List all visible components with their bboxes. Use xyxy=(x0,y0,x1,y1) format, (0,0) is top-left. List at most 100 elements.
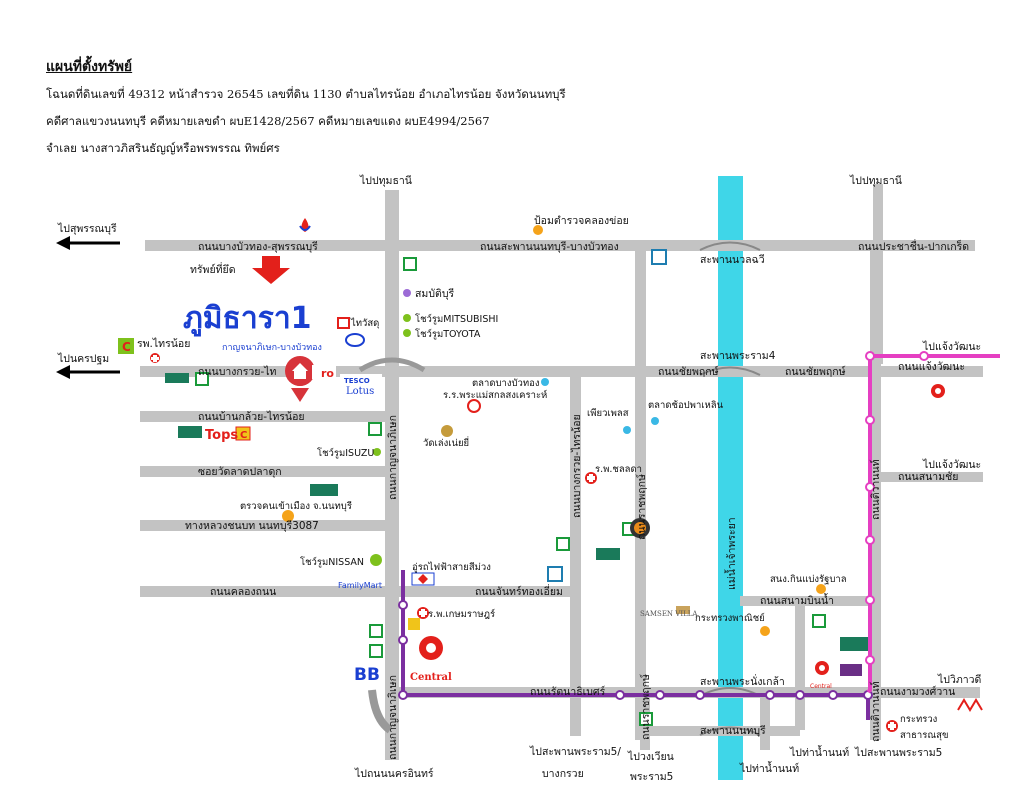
road-label-chaiyaphruek: ถนนชัยพฤกษ์ xyxy=(658,365,719,378)
lotus-icon xyxy=(165,373,189,383)
sombatburi-icon xyxy=(403,289,411,297)
sonor-icon xyxy=(816,584,826,594)
road-label-chaengwattana: ถนนแจ้งวัฒนะ xyxy=(898,361,965,373)
place-makro: ro xyxy=(321,367,334,380)
label-chaengwattana1: ไปแจ้งวัฒนะ xyxy=(922,340,981,353)
place-c-icon-sainoi: C xyxy=(122,340,131,354)
mitsubishi-icon xyxy=(403,314,411,322)
road-label-3087: ทางหลวงชนบท นนทบุรี3087 xyxy=(185,519,319,532)
road-banluai xyxy=(140,411,390,422)
arrow-suphan-icon xyxy=(56,236,120,250)
road-label-saphan-nonthaburi: ถนนสะพานนนทบุรี-บางบัวทอง xyxy=(480,240,619,253)
chokdee-icon xyxy=(651,417,659,425)
arrow-nakhonpathom-icon xyxy=(56,365,120,379)
mrt-depot-icon xyxy=(411,572,435,586)
label-pathum1: ไปปทุมธานี xyxy=(359,174,412,187)
place-isuzu: โชว์รูมISUZU xyxy=(317,447,374,459)
label-rama5-sub: บางกรวย xyxy=(542,768,584,780)
road-soi xyxy=(140,466,390,477)
place-sombatburi: สมบัติบุรี xyxy=(415,287,454,300)
road-label-ratchaphruek: ถนนราชพฤกษ์ xyxy=(635,474,648,540)
place-central: Central xyxy=(410,672,452,683)
label-wongwian: ไปวงเวียน xyxy=(627,750,674,763)
place-mitsubishi: โชว์รูมMITSUBISHI xyxy=(415,313,498,325)
bridge-label-rama4: สะพานพระราม4 xyxy=(700,350,776,362)
place-toyota: โชว์รูมTOYOTA xyxy=(415,328,481,340)
page-title: แผนที่ตั้งทรัพย์ xyxy=(46,59,133,75)
road-label-rattanathibet: ถนนรัตนาธิเบศร์ xyxy=(530,685,606,698)
road-bangkruai-chaiyaphruek xyxy=(140,366,875,377)
central-logo-icon xyxy=(931,384,945,398)
place-police-muang: ตรวจคนเข้าเมือง จ.นนทบุรี xyxy=(240,500,352,512)
road-label-ngamwongwan: ถนนงามวงศ์วาน xyxy=(880,685,955,698)
seven-eleven-icon xyxy=(556,537,570,551)
label-chaengwattana2: ไปแจ้งวัฒนะ xyxy=(922,458,981,471)
road-tiwanon-right xyxy=(870,240,881,740)
place-lotus: Lotus xyxy=(346,386,374,397)
road-rattanathibet xyxy=(390,687,980,698)
road-label-bangkruai: ถนนบางกรวย-ไท xyxy=(198,365,277,378)
place-rp-kasem: ร.พ.เกษมราษฎร์ xyxy=(428,608,495,620)
commerce-icon xyxy=(760,626,770,636)
road-chanthongiam xyxy=(390,586,580,597)
label-river: แม่น้ำเจ้าพระยา xyxy=(724,517,738,590)
place-wat: วัดเล่งเน่ยยี่ xyxy=(423,436,469,449)
place-bb: BB xyxy=(354,665,380,685)
purple-line xyxy=(398,570,873,720)
deed-info: โฉนดที่ดินเลขที่ 49312 หน้าสำรวจ 26545 เ… xyxy=(46,87,566,101)
seven-eleven-icon xyxy=(368,422,382,436)
place-samsen: SAMSEN VILLA xyxy=(640,610,698,618)
place-commerce: กระทรวงพาณิชย์ xyxy=(695,612,765,624)
bank-icon xyxy=(547,566,563,582)
c-store-icon xyxy=(408,618,420,630)
label-suphan: ไปสุพรรณบุรี xyxy=(57,222,117,235)
place-mrt-depot: อู่รถไฟฟ้าสายสีม่วง xyxy=(412,561,491,573)
river xyxy=(718,176,743,780)
label-thanam: ไปท่าน้ำนนท์ xyxy=(789,745,849,759)
road-label-khlongthanon: ถนนคลองถนน xyxy=(210,586,276,598)
road-label-kanchanaphisek2: ถนนกาญจนาภิเษก xyxy=(387,675,399,760)
road-khlongthanon xyxy=(140,586,390,597)
road-label-soi: ซอยวัดลาดปลาดุก xyxy=(198,466,282,478)
seven-eleven-icon xyxy=(639,712,653,726)
place-tesco: TESCO xyxy=(344,377,370,385)
talad-icon xyxy=(541,378,549,386)
place-chokdee: ตลาดช้อปพาเหลิน xyxy=(648,400,724,411)
place-school: ร.ร.พระแม่สกลสงเคราะห์ xyxy=(443,389,547,401)
interchange-arc-low xyxy=(368,689,393,734)
label-pathum2: ไปปทุมธานี xyxy=(849,174,902,187)
bridge-nuanchawee xyxy=(699,241,761,251)
place-thaiwatsadu: ไทวัสดุ xyxy=(350,317,379,329)
place-familymart: FamilyMart xyxy=(338,581,382,590)
lotus-icon xyxy=(178,426,202,438)
pink-line xyxy=(865,351,1000,694)
place-health2: สาธารณสุข xyxy=(900,730,948,741)
place-health: กระทรวง xyxy=(900,714,937,725)
bridge-label-nonthaburi: สะพานนนทบุรี xyxy=(700,724,766,737)
label-rama5: ไปสะพานพระราม5/ xyxy=(529,745,621,758)
toyota-icon xyxy=(403,329,411,337)
wat-icon xyxy=(441,425,453,437)
emblem-icon xyxy=(630,518,650,538)
road-label-kanchanaphisek: ถนนกาญจนาภิเษก xyxy=(387,415,399,500)
road-3087 xyxy=(140,520,390,531)
road-label-tiwanon: ถนนติวานนท์ xyxy=(869,459,882,520)
seven-eleven-icon xyxy=(369,644,383,658)
road-label-prachachuen: ถนนประชาชื่น-ปากเกร็ด xyxy=(858,239,969,253)
road-label-ratchaphruek2: ถนนราชพฤกษ์ xyxy=(639,674,652,740)
road-label-bangkruai-sainoi: ถนนบางกรวย-ไทรน้อย xyxy=(570,414,583,518)
road-rattanathibet-stub xyxy=(760,690,770,750)
place-rp-chonlada: ร.พ.ชลลดา xyxy=(595,464,642,475)
property-pin-icon xyxy=(285,356,315,402)
central-logo-icon xyxy=(815,661,829,675)
piyaplace-icon xyxy=(623,426,631,434)
seven-eleven-icon xyxy=(812,614,826,628)
label-wongwian-sub: พระราม5 xyxy=(630,771,673,783)
seized-arrow-icon xyxy=(252,256,290,284)
place-central2: Central xyxy=(810,683,832,690)
place-talad: ตลาดบางบัวทอง xyxy=(472,378,539,389)
hospital-kasem-icon xyxy=(417,607,429,619)
road-tiwanon-mid xyxy=(795,600,805,730)
bank-icon xyxy=(651,249,667,265)
place-c-icon-tops: C xyxy=(240,430,247,441)
